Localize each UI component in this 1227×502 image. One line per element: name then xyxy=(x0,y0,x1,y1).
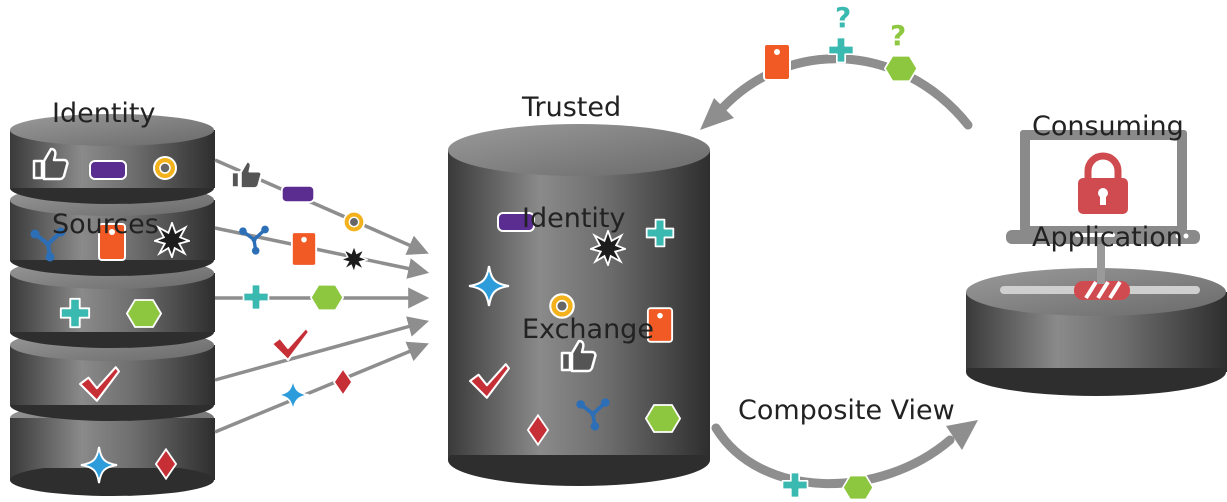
exchange-line-1: Trusted xyxy=(522,92,622,123)
hexagon-icon xyxy=(884,54,918,83)
ring-icon xyxy=(342,210,366,234)
consuming-application-title: Consuming Application xyxy=(1032,34,1184,293)
secure-connector-icon xyxy=(1074,280,1130,300)
thumbs-up-icon xyxy=(230,160,263,190)
hexagon-icon xyxy=(842,474,874,501)
request-arc-arrow: ? ? xyxy=(700,1,973,130)
hexagon-icon xyxy=(310,283,344,312)
composite-view-label: Composite View xyxy=(738,395,955,426)
identity-sources-line-2: Sources xyxy=(52,209,159,240)
sparkle-star-icon xyxy=(276,378,310,412)
starburst-icon xyxy=(340,245,368,273)
padlock-icon xyxy=(1078,152,1128,214)
question-mark-icon: ? xyxy=(890,19,906,52)
identity-sources-title: Identity Sources xyxy=(52,21,159,280)
plus-icon xyxy=(242,283,270,311)
exchange-line-2: Identity xyxy=(522,203,626,234)
consuming-application xyxy=(966,130,1227,396)
exchange-line-3: Exchange xyxy=(522,314,654,345)
diamond-icon xyxy=(333,368,353,396)
id-card-icon xyxy=(763,43,791,81)
trusted-identity-exchange-title: Trusted Identity Exchange xyxy=(522,15,654,385)
hexagon-icon xyxy=(126,299,162,328)
identity-sources-stack xyxy=(10,114,215,496)
badge-icon xyxy=(280,184,316,204)
consuming-line-1: Consuming xyxy=(1032,111,1184,142)
hexagon-icon xyxy=(645,404,681,433)
app-platform-cylinder xyxy=(966,268,1227,396)
composite-arc-arrow xyxy=(711,420,978,501)
identity-sources-line-1: Identity xyxy=(52,98,156,129)
request-arc xyxy=(707,54,973,130)
in-transit-icons xyxy=(230,160,368,412)
id-card-icon xyxy=(290,231,318,267)
composite-arrowhead xyxy=(946,420,978,450)
consuming-line-2: Application xyxy=(1032,222,1183,253)
request-arrowhead xyxy=(700,98,734,130)
question-mark-icon: ? xyxy=(835,1,851,34)
arrow-source-4 xyxy=(214,316,430,382)
arrow-source-5 xyxy=(214,341,429,434)
composite-arc xyxy=(711,423,955,488)
starburst-icon xyxy=(154,222,190,258)
exchange-cylinder xyxy=(448,124,710,486)
